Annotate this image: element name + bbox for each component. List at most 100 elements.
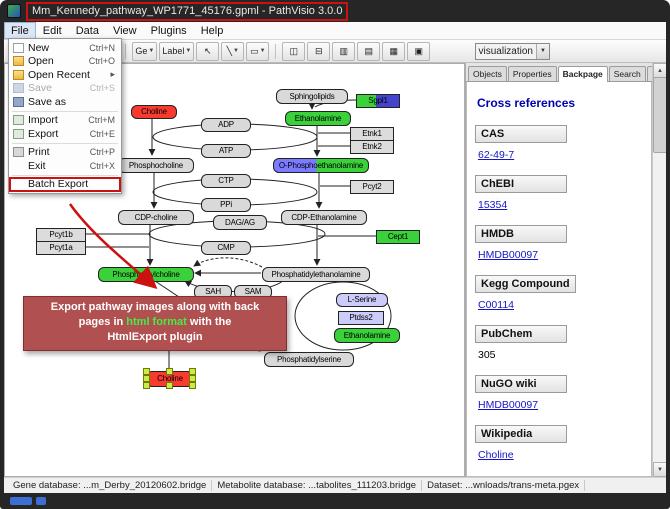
file-menu-item-open-recent[interactable]: Open Recent▸ (10, 68, 120, 82)
pathway-node-cept1[interactable]: Cept1 (376, 230, 420, 244)
selection-handle[interactable] (143, 368, 150, 375)
chevron-down-icon[interactable]: ▼ (233, 48, 239, 54)
selection-tool-button[interactable]: ↖ (196, 41, 220, 61)
import-icon (13, 115, 24, 126)
backpage-section-title: NuGO wiki (475, 375, 567, 393)
selection-handle[interactable] (189, 375, 196, 382)
pathway-node-ethanolamine[interactable]: Ethanolamine (285, 111, 351, 126)
tab-backpage[interactable]: Backpage (557, 66, 608, 82)
datanode-button[interactable]: Ge▼ (132, 41, 158, 61)
line-tool-button[interactable]: ╲▼ (221, 41, 245, 61)
pathway-node-ppi[interactable]: PPi (201, 198, 251, 212)
file-menu-item-save-as[interactable]: Save as (10, 95, 120, 109)
pathway-node-sgpl1[interactable]: Sgpl1 (356, 94, 400, 108)
menu-plugins[interactable]: Plugins (150, 24, 187, 37)
chevron-down-icon[interactable]: ▼ (536, 43, 549, 59)
backpage-link[interactable]: 62-49-7 (478, 149, 515, 161)
window-title: Mm_Kennedy_pathway_WP1771_45176.gpml - P… (26, 1, 349, 21)
selection-handle[interactable] (143, 375, 150, 382)
backpage-link[interactable]: Choline (478, 449, 514, 461)
chevron-down-icon[interactable]: ▼ (148, 48, 155, 54)
tab-properties[interactable]: Properties (507, 66, 557, 81)
tab-search[interactable]: Search (608, 66, 646, 81)
scroll-up-icon[interactable]: ▲ (653, 63, 666, 78)
vertical-scrollbar[interactable]: ▲ ▼ (652, 63, 666, 477)
file-menu-item-batch-export[interactable]: Batch Export (9, 176, 121, 192)
stack-button[interactable]: ▣ (407, 41, 431, 61)
menu-view[interactable]: View (112, 24, 137, 37)
pathway-node-etnk2[interactable]: Etnk2 (350, 140, 394, 154)
label-tool-button[interactable]: Label▼ (159, 41, 195, 61)
backpage-link[interactable]: HMDB00097 (478, 249, 539, 261)
pathway-node-adp[interactable]: ADP (201, 118, 251, 132)
selection-handle[interactable] (166, 382, 173, 389)
pathway-node-pcyt1b[interactable]: Pcyt1b (36, 228, 86, 242)
pathway-node-phosphatidylcholine[interactable]: Phosphatidylcholine (98, 267, 194, 282)
no-icon (13, 179, 24, 189)
menu-edit[interactable]: Edit (42, 24, 62, 37)
align-center-y-button[interactable]: ⊟ (307, 41, 331, 61)
pathway-node-dag-ag[interactable]: DAG/AG (213, 215, 267, 230)
selection-handle[interactable] (143, 382, 150, 389)
pathway-node-etnk1[interactable]: Etnk1 (350, 127, 394, 141)
backpage-link[interactable]: C00114 (478, 299, 515, 311)
frame-decoration (36, 497, 46, 505)
pathway-node-l-serine[interactable]: L-Serine (336, 293, 388, 307)
menu-file[interactable]: File (4, 22, 36, 39)
backpage-link[interactable]: HMDB00097 (478, 399, 539, 411)
line-tool-button-icon: ╲ (226, 45, 233, 56)
pathway-node-phosphocholine[interactable]: Phosphocholine (118, 158, 194, 173)
pathway-node-pcyt2[interactable]: Pcyt2 (350, 180, 394, 194)
shape-tool-button[interactable]: ▭▼ (246, 41, 270, 61)
align-top-button[interactable]: ▤ (357, 41, 381, 61)
backpage-section-title: CAS (475, 125, 567, 143)
backpage-link[interactable]: 15354 (478, 199, 508, 211)
pathway-node-atp[interactable]: ATP (201, 144, 251, 158)
pathway-node-pcyt1a[interactable]: Pcyt1a (36, 241, 86, 255)
scroll-down-icon[interactable]: ▼ (653, 462, 666, 477)
selection-handle[interactable] (189, 368, 196, 375)
pathway-node-choline[interactable]: Choline (131, 105, 177, 119)
tab-objects[interactable]: Objects (468, 66, 507, 81)
chevron-down-icon[interactable]: ▼ (185, 48, 192, 54)
align-center-x-button[interactable]: ◫ (282, 41, 306, 61)
selection-handle[interactable] (189, 382, 196, 389)
menu-help[interactable]: Help (200, 24, 224, 37)
distribute-button[interactable]: ▦ (382, 41, 406, 61)
pathway-node-cmp[interactable]: CMP (201, 241, 251, 255)
pathway-node-cdp-choline[interactable]: CDP-choline (118, 210, 194, 225)
pathway-node-ethanolamine[interactable]: Ethanolamine (334, 328, 400, 343)
scrollbar-thumb[interactable] (653, 77, 666, 153)
pathway-node-ctp[interactable]: CTP (201, 174, 251, 188)
visualization-select[interactable]: visualization ▼ (474, 42, 550, 60)
pathway-node-phosphatidylserine[interactable]: Phosphatidylserine (264, 352, 354, 367)
new-icon (13, 42, 24, 53)
chevron-down-icon[interactable]: ▼ (259, 48, 266, 54)
menu-data[interactable]: Data (75, 24, 99, 37)
pathway-node-sphingolipids[interactable]: Sphingolipids (276, 89, 348, 104)
align-top-button-icon: ▤ (364, 45, 374, 56)
file-menu-item-label: Save (28, 82, 52, 95)
save-icon (13, 83, 24, 94)
pathway-node-phosphatidylethanolamine[interactable]: Phosphatidylethanolamine (262, 267, 370, 282)
titlebar[interactable]: Mm_Kennedy_pathway_WP1771_45176.gpml - P… (0, 0, 670, 22)
align-left-button[interactable]: ▥ (332, 41, 356, 61)
status-gene-database: Gene database: ...m_Derby_20120602.bridg… (8, 480, 213, 491)
file-menu-item-label: Print (28, 146, 50, 159)
selection-handle[interactable] (166, 368, 173, 375)
align-left-button-icon: ▥ (339, 45, 349, 56)
pathway-node-o-phosphoethanolamine[interactable]: O-Phosphoethanolamine (273, 158, 369, 173)
pathway-node-ptdss2[interactable]: Ptdss2 (338, 311, 384, 325)
pathway-node-cdp-ethanolamine[interactable]: CDP-Ethanolamine (281, 210, 367, 225)
